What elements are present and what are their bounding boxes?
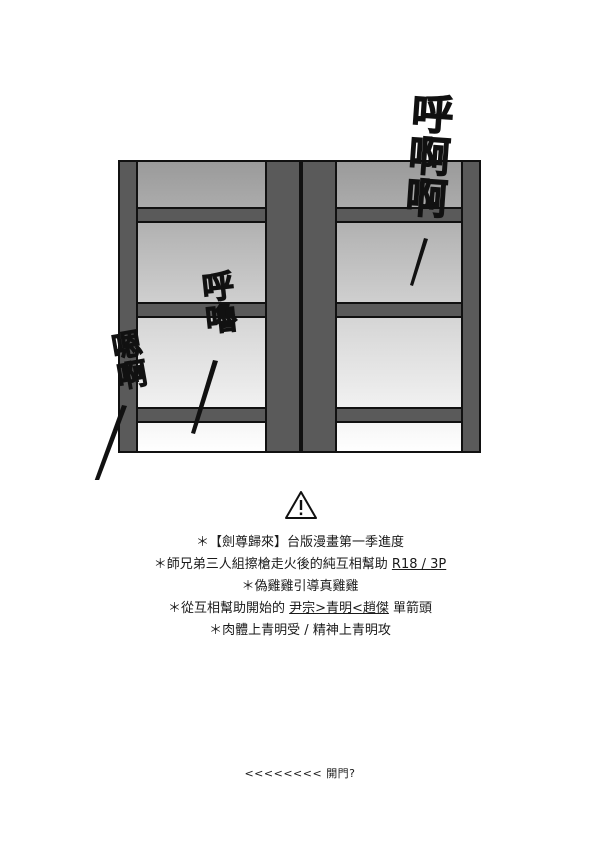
sfx-text-right: 呼啊啊: [397, 90, 456, 220]
window-bar: [335, 207, 463, 223]
window-bar: [136, 207, 267, 223]
window-bar: [335, 407, 463, 423]
note-line: ＊肉體上青明受 / 精神上青明攻: [0, 620, 600, 642]
open-door-label: 開門?: [326, 767, 356, 780]
note-text: 偽雞雞引導真雞雞: [254, 579, 359, 594]
note-bullet: ＊: [167, 601, 181, 616]
note-bullet: ＊: [241, 579, 255, 594]
note-rating-tag: R18 / 3P: [391, 557, 447, 572]
window-frame-right: [461, 160, 481, 453]
note-suffix: 單箭頭: [393, 601, 433, 616]
note-text: 從互相幫助開始的: [180, 601, 285, 616]
note-text: 肉體上青明受 / 精神上青明攻: [222, 623, 391, 638]
window-post-center-right: [301, 160, 337, 453]
note-line: ＊【劍尊歸來】台版漫畫第一季進度: [0, 532, 600, 554]
left-arrows: <<<<<<<<: [244, 767, 323, 780]
window-post-center-left: [265, 160, 301, 453]
sfx-dash-middle: [191, 360, 218, 434]
note-pairing-tag: 尹宗>青明<趙傑: [289, 601, 389, 616]
note-text: 師兄弟三人組擦槍走火後的純互相幫助: [166, 557, 388, 572]
sfx-text-middle: 呼嚕: [195, 268, 240, 337]
window-illustration: [94, 160, 481, 480]
note-bullet: ＊: [209, 623, 223, 638]
note-bullet: ＊: [195, 535, 209, 550]
sfx-dash-right: [410, 238, 428, 286]
warning-triangle-icon: [285, 491, 317, 519]
note-line: ＊偽雞雞引導真雞雞: [0, 576, 600, 598]
sfx-dash-left: [94, 405, 127, 480]
note-line: ＊師兄弟三人組擦槍走火後的純互相幫助 R18 / 3P: [0, 554, 600, 576]
note-text: 【劍尊歸來】台版漫畫第一季進度: [209, 535, 405, 550]
open-door-prompt[interactable]: <<<<<<<< 開門?: [0, 765, 600, 781]
content-notes: ＊【劍尊歸來】台版漫畫第一季進度 ＊師兄弟三人組擦槍走火後的純互相幫助 R18 …: [0, 532, 600, 642]
note-line: ＊從互相幫助開始的 尹宗>青明<趙傑 單箭頭: [0, 598, 600, 620]
window-bar: [136, 302, 267, 318]
note-bullet: ＊: [153, 557, 167, 572]
window-bar: [335, 302, 463, 318]
